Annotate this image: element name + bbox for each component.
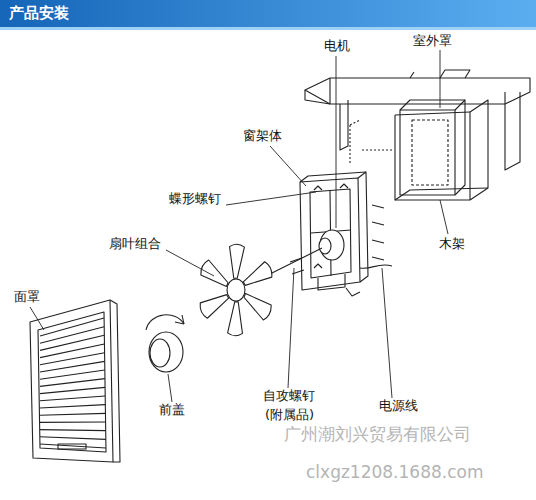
- louver: [40, 370, 105, 379]
- louver: [40, 335, 104, 350]
- louver: [40, 318, 104, 336]
- leader-line: [30, 307, 44, 330]
- leader-line: [336, 56, 337, 228]
- part-label: 窗架体: [242, 128, 283, 144]
- louver: [40, 444, 106, 448]
- part-label: 木架: [438, 236, 466, 252]
- part-label: (附属品): [264, 407, 315, 423]
- part-label: 面罩: [13, 289, 41, 305]
- part-label: 室外罩: [412, 33, 453, 49]
- part-label: 蝶形螺钉: [168, 191, 222, 207]
- part-label: 前盖: [158, 402, 186, 418]
- louver: [40, 437, 106, 440]
- leader-lines: [30, 50, 448, 402]
- face-grille: [30, 300, 120, 462]
- leader-line: [270, 146, 306, 186]
- louver: [40, 379, 105, 387]
- louver: [40, 387, 105, 393]
- outdoor-hood: [305, 70, 530, 195]
- fan-blade: [243, 262, 272, 286]
- fan-hub: [227, 279, 245, 301]
- watermark: clxgz1208.1688.com: [306, 462, 484, 482]
- window-frame: [300, 172, 368, 296]
- fan-blade: [201, 260, 228, 286]
- header-rule: [0, 27, 536, 30]
- leader-line: [168, 374, 172, 402]
- leader-line: [440, 200, 448, 234]
- fan-blade: [228, 302, 243, 336]
- fan-blade: [244, 294, 271, 320]
- louver: [40, 344, 104, 358]
- louver: [40, 421, 106, 422]
- part-label: 扇叶组合: [108, 236, 162, 252]
- motor: [268, 230, 344, 275]
- fan-blade-assembly: [200, 244, 272, 336]
- leader-line: [382, 268, 392, 398]
- louver: [40, 361, 105, 372]
- louver: [40, 396, 105, 401]
- louver: [40, 327, 104, 344]
- part-label: 自攻螺钉: [262, 388, 316, 404]
- leader-line: [440, 50, 441, 108]
- header-bar: [0, 0, 536, 27]
- part-label: 电机: [323, 38, 351, 54]
- leader-line: [166, 250, 214, 276]
- wood-frame: [395, 100, 488, 200]
- louver: [40, 430, 106, 431]
- fan-blade: [230, 244, 245, 278]
- power-cord: [360, 265, 392, 268]
- tapping-screw: [290, 205, 384, 274]
- leader-line: [226, 192, 316, 205]
- header-title: 产品安装: [9, 4, 69, 22]
- watermark: 广州潮刘兴贸易有限公司: [284, 424, 471, 444]
- leader-line: [288, 268, 294, 388]
- louver: [40, 405, 105, 408]
- butterfly-screw: [314, 184, 348, 268]
- part-label: 电源线: [378, 398, 419, 414]
- front-cover: [146, 315, 184, 372]
- fan-blade: [200, 295, 229, 319]
- louver: [40, 413, 105, 415]
